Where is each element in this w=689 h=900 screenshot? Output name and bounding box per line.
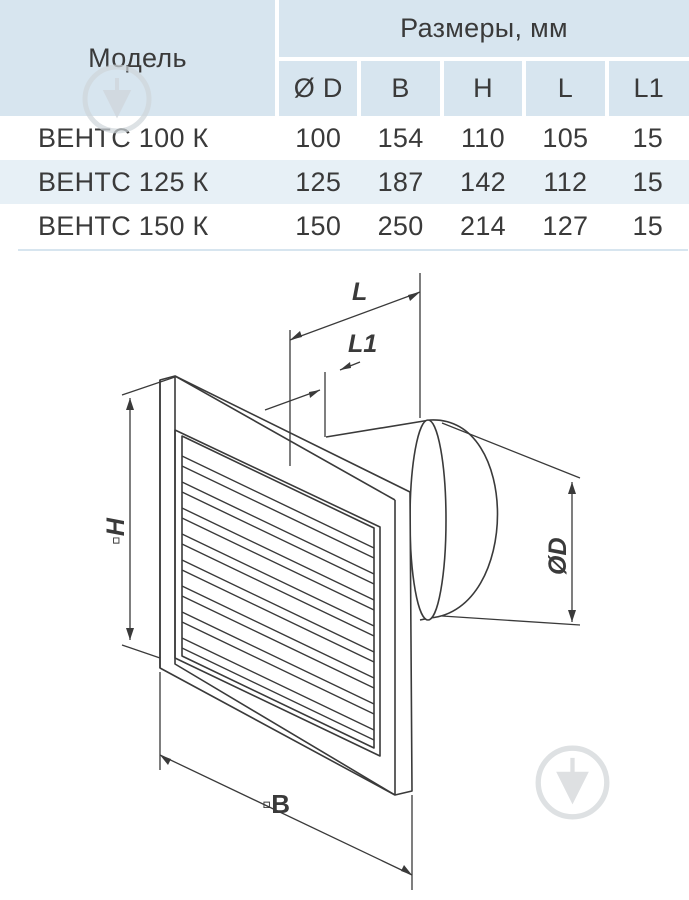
dimensions-group-header: Размеры, мм	[277, 0, 689, 59]
cell-d: 100	[295, 122, 342, 153]
column-header-d: Ø D	[277, 57, 360, 116]
model-name: ВЕНТС 100 К	[38, 122, 209, 153]
label-l: L	[352, 278, 367, 306]
cell-d: 150	[295, 210, 342, 241]
fan-dimension-drawing: L L1 ▫H ØD ▫B	[102, 273, 581, 890]
cell-h: 214	[460, 210, 506, 241]
dimension-line-l	[289, 291, 421, 341]
table-row: ВЕНТС 125 К 125 187 142 112 15	[0, 160, 689, 204]
grille-recess	[174, 429, 381, 757]
label-l1: L1	[348, 330, 377, 358]
dimensions-table: Модель Размеры, мм Ø D B H L L1 ВЕНТС 10…	[0, 0, 689, 248]
motor-housing-back	[409, 419, 447, 621]
model-header: Модель	[0, 0, 279, 116]
column-header-l: L	[522, 57, 607, 116]
cell-l1: 15	[632, 210, 664, 241]
motor-housing	[325, 419, 499, 621]
column-header-b: B	[357, 57, 442, 116]
cell-l: 127	[542, 210, 589, 241]
cell-b: 187	[359, 160, 442, 204]
watermark-icon	[535, 745, 610, 820]
model-name: ВЕНТС 150 К	[38, 210, 209, 241]
column-header-h: H	[439, 57, 525, 116]
label-d: ØD	[544, 538, 572, 576]
label-h: ▫H	[102, 517, 130, 545]
cell-l1: 15	[606, 160, 689, 204]
cell-b: 250	[377, 210, 424, 241]
watermark-icon	[82, 64, 152, 134]
label-b: ▫B	[262, 789, 290, 819]
table-row: ВЕНТС 150 К 150 250 214 127 15	[0, 204, 689, 248]
grille-slats	[181, 455, 375, 741]
table-row: ВЕНТС 100 К 100 154 110 105 15	[0, 116, 689, 160]
cell-l: 105	[542, 122, 589, 153]
cell-h: 110	[461, 122, 505, 153]
cell-h: 142	[441, 160, 525, 204]
dimension-line-b	[159, 754, 413, 876]
column-header-l1: L1	[604, 57, 689, 116]
cell-b: 154	[377, 122, 424, 153]
cell-l1: 15	[632, 122, 664, 153]
cell-l: 112	[524, 160, 607, 204]
model-name: ВЕНТС 125 К	[0, 160, 277, 204]
table-bottom-rule	[18, 249, 688, 251]
cell-d: 125	[277, 160, 360, 204]
